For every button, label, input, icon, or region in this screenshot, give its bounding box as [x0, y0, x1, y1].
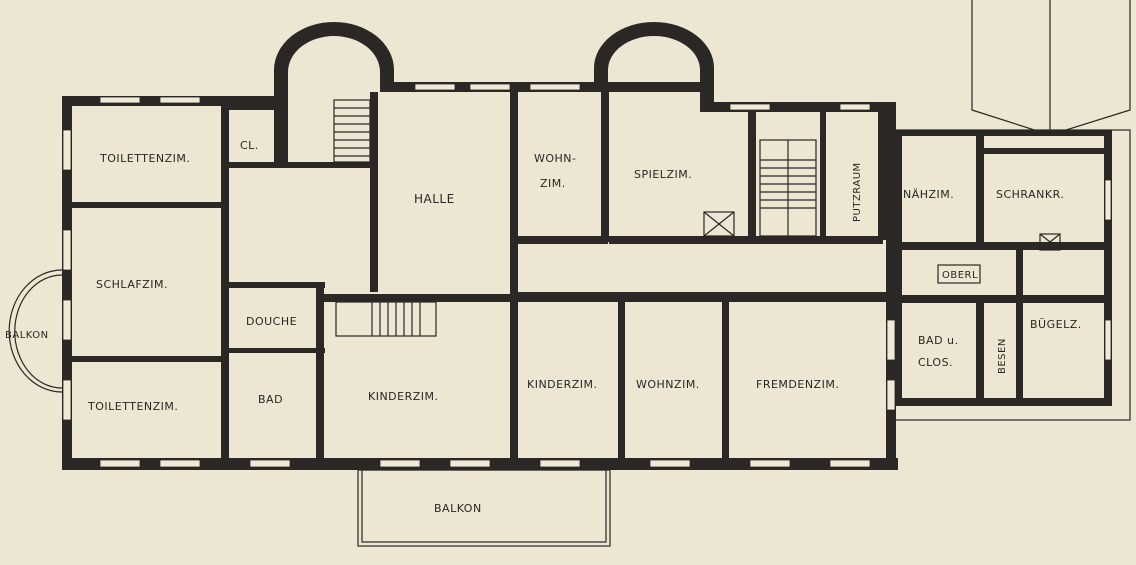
room-label-spielzim: SPIELZIM.	[634, 168, 692, 181]
room-label-schlafzim: SCHLAFZIM.	[96, 278, 168, 291]
room-label-oberl: OBERL	[942, 270, 978, 281]
room-label-bad: BAD	[258, 393, 283, 406]
room-label-bad-clos-1: BAD u.	[918, 334, 959, 347]
room-label-toilettenzim-top: TOILETTENZIM.	[99, 152, 190, 165]
room-label-halle: HALLE	[414, 192, 455, 206]
room-label-schrankr: SCHRANKR.	[996, 188, 1064, 201]
room-label-bad-clos-2: CLOS.	[918, 356, 953, 369]
room-label-buegelz: BÜGELZ.	[1030, 318, 1082, 331]
room-label-balkon-bottom: BALKON	[434, 502, 482, 515]
balcony-left	[8, 269, 63, 393]
balcony-bottom	[357, 469, 611, 547]
room-label-cl: CL.	[240, 139, 259, 152]
annex-walls	[896, 130, 1112, 406]
room-label-balkon-left: BALKON	[5, 330, 49, 341]
room-label-fremdenzim: FREMDENZIM.	[756, 378, 839, 391]
apse-right	[594, 22, 714, 110]
room-label-kinderzim-mid: KINDERZIM.	[527, 378, 598, 391]
room-label-kinderzim-left: KINDERZIM.	[368, 390, 439, 403]
shaft-marker	[703, 211, 1061, 251]
room-label-besen: BESEN	[997, 338, 1008, 374]
windows	[62, 83, 1112, 468]
room-label-wohnzim-top-2: ZIM.	[540, 177, 566, 190]
stair-upper-left	[333, 99, 371, 163]
room-label-toilettenzim-bottom: TOILETTENZIM.	[87, 400, 178, 413]
room-label-wohnzim-top-1: WOHN-	[534, 152, 577, 165]
room-label-douche: DOUCHE	[246, 315, 297, 328]
apse-left	[274, 22, 394, 164]
room-label-putzraum: PUTZRAUM	[852, 162, 863, 222]
room-label-naehzim: NÄHZIM.	[903, 188, 954, 201]
stair-service	[759, 139, 817, 237]
stair-lower	[335, 301, 437, 337]
oberl-box	[937, 264, 981, 284]
room-label-wohnzim-mid: WOHNZIM.	[636, 378, 700, 391]
